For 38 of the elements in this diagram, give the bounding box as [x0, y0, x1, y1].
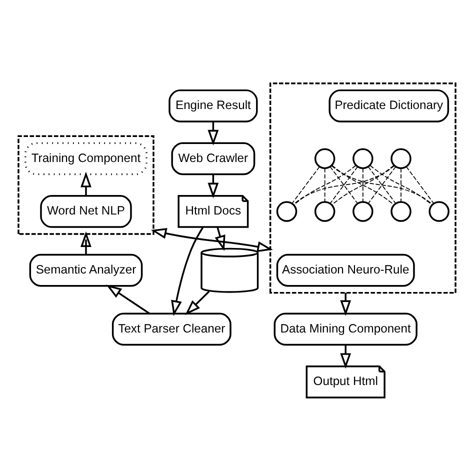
arrow — [340, 292, 352, 316]
node-box: Data Mining Component — [274, 312, 418, 346]
connector — [292, 165, 395, 205]
arrow — [106, 284, 150, 314]
node-box: Web Crawler — [171, 142, 256, 176]
node-circle — [428, 201, 450, 222]
node-circle — [276, 201, 298, 222]
arrow — [185, 290, 210, 316]
connector — [292, 166, 320, 204]
arrow — [150, 228, 273, 252]
connector — [324, 168, 326, 202]
cluster — [269, 82, 456, 294]
node-box: Association Neuro-Rule — [276, 254, 415, 287]
connector — [400, 168, 402, 202]
cluster — [18, 135, 154, 235]
arrow — [80, 231, 92, 254]
node-circle — [390, 148, 412, 170]
arrow — [340, 344, 352, 369]
connector — [331, 165, 433, 205]
node-box: Engine Result — [168, 89, 258, 122]
connector — [362, 168, 364, 202]
node-circle — [390, 201, 412, 222]
node-circle — [352, 148, 374, 170]
connector — [406, 166, 434, 204]
arrow — [80, 172, 92, 196]
node-box: Word Net NLP — [40, 195, 132, 228]
node-circle — [352, 201, 374, 222]
node-circle — [314, 148, 336, 170]
arrow — [214, 227, 226, 252]
node-box: Semantic Analyzer — [29, 254, 143, 287]
arrow — [171, 226, 204, 316]
node-circle — [314, 201, 336, 222]
connector — [370, 165, 432, 206]
node-box: Text Parser Cleaner — [112, 312, 232, 346]
node-box: Predicate Dictionary — [328, 89, 450, 122]
connector — [294, 165, 356, 206]
node-box: Training Component — [24, 142, 148, 176]
connector — [332, 165, 394, 206]
